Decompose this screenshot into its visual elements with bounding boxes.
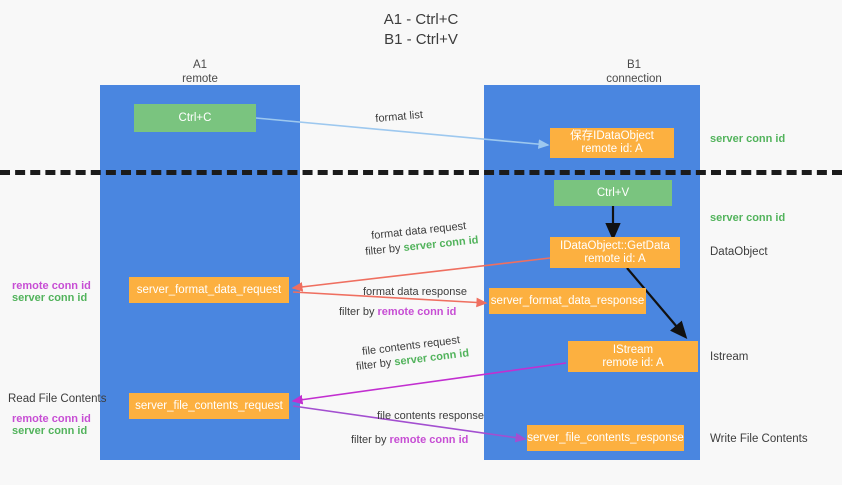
filter-prefix: filter by	[339, 306, 378, 318]
edge-label-format-data-response: format data response	[363, 286, 467, 298]
filter-key-remote-conn-id: remote conn id	[377, 306, 457, 318]
right-label-istream: Istream	[710, 351, 749, 363]
box-save-idataobject[interactable]: 保存IDataObject remote id: A	[550, 128, 674, 158]
left-label-remote-conn-id-2: remote conn id	[12, 413, 91, 425]
box-ctrl-v-label: Ctrl+V	[596, 186, 630, 199]
left-label-server-conn-id-2: server conn id	[12, 425, 88, 437]
column-b1-role: connection	[606, 73, 662, 85]
box-idataobject-getdata[interactable]: IDataObject::GetData remote id: A	[550, 237, 680, 268]
filter-prefix: filter by	[351, 434, 390, 446]
box-ctrl-c-label: Ctrl+C	[178, 111, 212, 124]
column-a1-name: A1	[192, 59, 208, 71]
box-save-idataobject-line1: 保存IDataObject	[570, 130, 654, 142]
right-label-server-conn-id-1: server conn id	[710, 133, 786, 145]
column-header-b1: B1 connection	[534, 58, 734, 86]
edge-label-file-contents-response-filter: filter by remote conn id	[351, 433, 468, 447]
box-server-format-data-response-label: server_format_data_response	[490, 294, 645, 307]
left-label-server-conn-id-1: server conn id	[12, 292, 88, 304]
left-label-remote-conn-id-1: remote conn id	[12, 280, 91, 292]
box-istream-line1: IStream	[612, 343, 654, 356]
box-istream[interactable]: IStream remote id: A	[568, 341, 698, 372]
page-title: A1 - Ctrl+C B1 - Ctrl+V	[0, 10, 842, 50]
right-label-write-file-contents: Write File Contents	[710, 433, 808, 445]
box-server-format-data-response[interactable]: server_format_data_response	[489, 288, 646, 314]
edge-label-format-list: format list	[374, 108, 424, 126]
box-server-format-data-request[interactable]: server_format_data_request	[129, 277, 289, 303]
box-ctrl-c[interactable]: Ctrl+C	[134, 104, 256, 132]
box-istream-line2: remote id: A	[602, 356, 664, 369]
title-line-1: A1 - Ctrl+C	[383, 11, 459, 28]
edge-label-file-contents-response: file contents response	[377, 410, 485, 422]
box-ctrl-v[interactable]: Ctrl+V	[554, 180, 672, 206]
box-save-idataobject-line2: remote id: A	[581, 143, 643, 155]
box-server-format-data-request-label: server_format_data_request	[136, 283, 282, 296]
filter-prefix: filter by	[355, 356, 396, 374]
edge-label-format-data-response-filter: filter by remote conn id	[339, 305, 456, 319]
box-server-file-contents-response[interactable]: server_file_contents_response	[527, 425, 684, 451]
box-server-file-contents-request[interactable]: server_file_contents_request	[129, 393, 289, 419]
column-a1-role: remote	[182, 73, 218, 85]
left-label-read-file-contents: Read File Contents	[8, 393, 107, 405]
title-line-2: B1 - Ctrl+V	[384, 31, 458, 48]
filter-key-remote-conn-id: remote conn id	[389, 434, 469, 446]
filter-prefix: filter by	[364, 242, 405, 259]
phase-divider	[0, 170, 842, 175]
right-label-dataobject: DataObject	[710, 246, 768, 258]
column-header-a1: A1 remote	[100, 58, 300, 86]
box-server-file-contents-request-label: server_file_contents_request	[135, 399, 283, 412]
right-label-server-conn-id-2: server conn id	[710, 212, 786, 224]
box-server-file-contents-response-label: server_file_contents_response	[527, 431, 684, 444]
box-getdata-line1: IDataObject::GetData	[560, 239, 670, 252]
column-b1-name: B1	[626, 59, 642, 71]
box-getdata-line2: remote id: A	[584, 252, 646, 265]
